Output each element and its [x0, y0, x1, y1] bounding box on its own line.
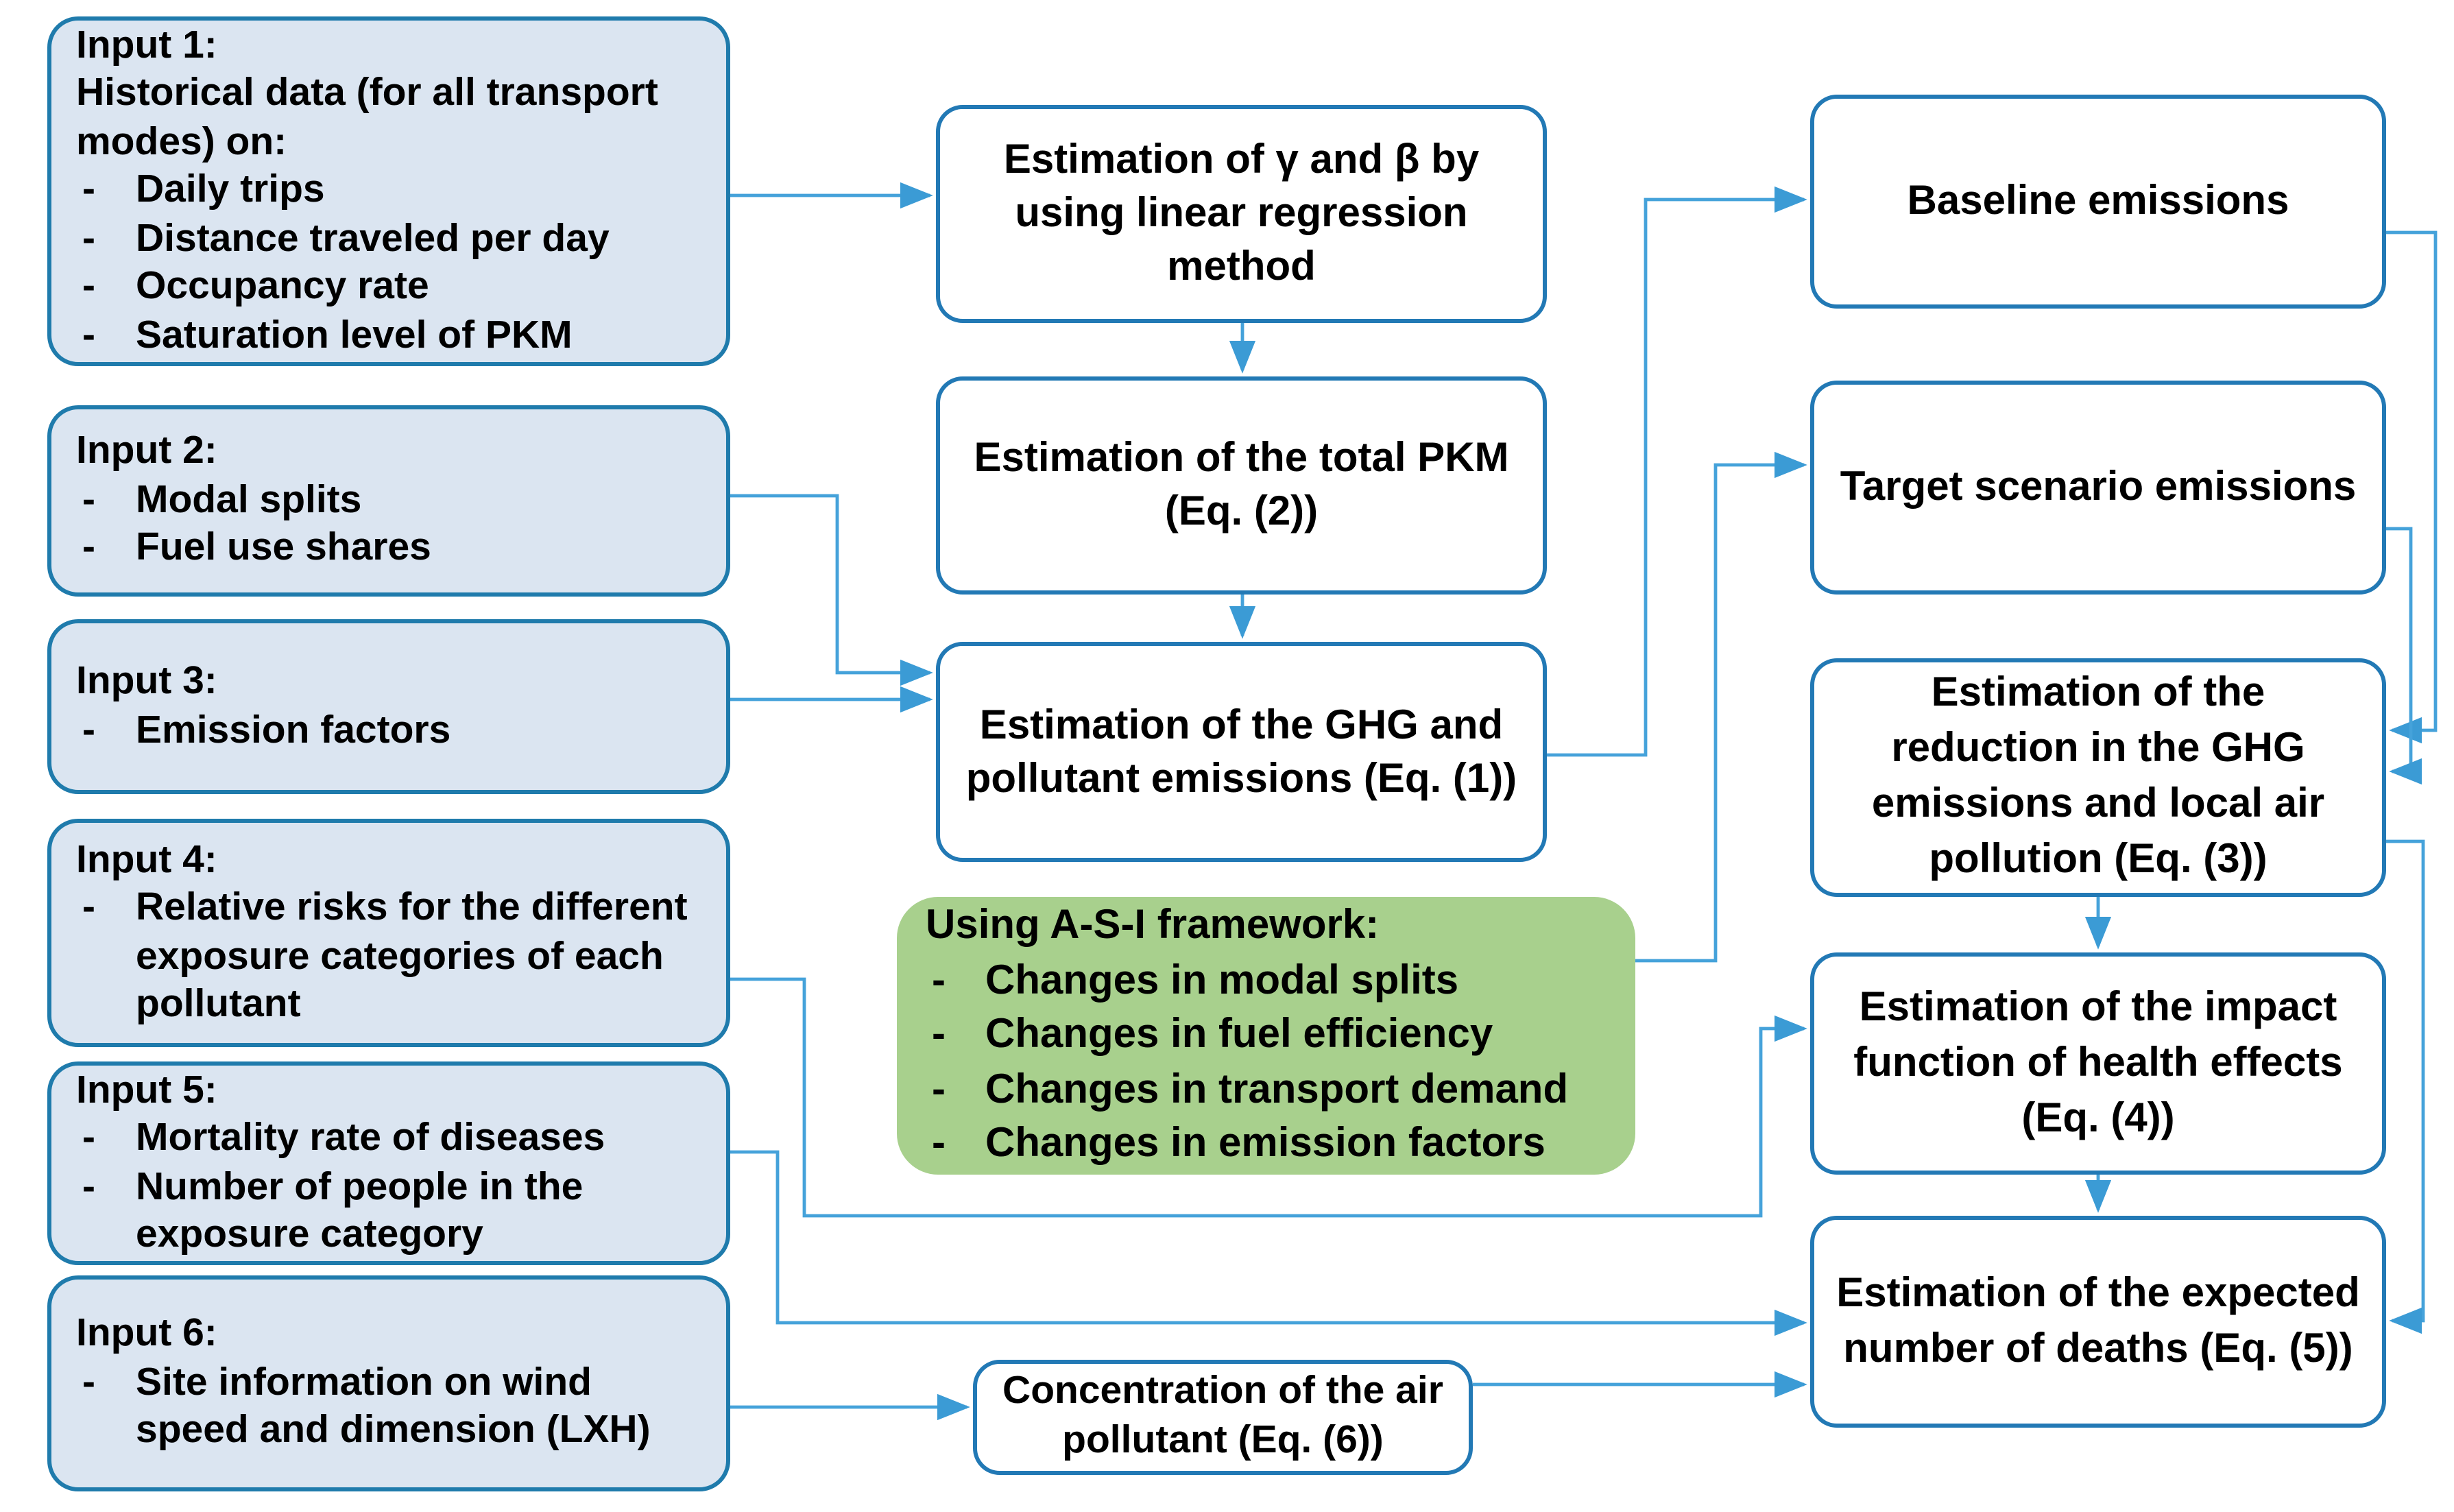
input-4-title: Input 4: [76, 838, 217, 882]
connector-input5-to-deaths [730, 1150, 1807, 1336]
bullet-item: -Saturation level of PKM [82, 314, 573, 358]
bullet-item: -Relative risks for the different exposu… [82, 887, 688, 1027]
input-1-box: Input 1: Historical data (for all transp… [47, 16, 730, 366]
input-2-title: Input 2: [76, 430, 217, 474]
total-pkm-estimation-label: Estimation of the total PKM (Eq. (2)) [974, 436, 1509, 535]
input-4-box: Input 4: -Relative risks for the differe… [47, 819, 730, 1047]
target-scenario-emissions-box: Target scenario emissions [1810, 381, 2386, 595]
target-scenario-emissions-label: Target scenario emissions [1840, 465, 2357, 510]
connector-ghg-to-baseline [1547, 186, 1807, 757]
input-2-bullets: -Modal splits-Fuel use shares [76, 477, 701, 573]
bullet-item: -Changes in emission factors [932, 1121, 1545, 1167]
gamma-beta-estimation-box: Estimation of γ and β by using linear re… [936, 105, 1547, 323]
input-6-box: Input 6: -Site information on wind speed… [47, 1275, 730, 1491]
reduction-estimation-box: Estimation of the reduction in the GHG e… [1810, 658, 2386, 897]
ghg-emissions-estimation-label: Estimation of the GHG and pollutant emis… [965, 702, 1517, 802]
ghg-emissions-estimation-box: Estimation of the GHG and pollutant emis… [936, 642, 1547, 862]
pollutant-concentration-label: Concentration of the air pollutant (Eq. … [1002, 1370, 1443, 1463]
connector-input4-to-impact [730, 977, 1807, 1218]
health-impact-function-label: Estimation of the impact function of hea… [1853, 984, 2343, 1141]
pollutant-concentration-box: Concentration of the air pollutant (Eq. … [973, 1360, 1473, 1475]
asi-framework-box: Using A-S-I framework: -Changes in modal… [897, 897, 1635, 1175]
bullet-item: -Mortality rate of diseases [82, 1117, 605, 1160]
asi-framework-title: Using A-S-I framework: [926, 903, 1380, 949]
bullet-item: -Distance traveled per day [82, 217, 610, 261]
input-5-title: Input 5: [76, 1068, 217, 1112]
gamma-beta-estimation-label: Estimation of γ and β by using linear re… [1003, 138, 1480, 290]
bullet-item: -Number of people in the exposure catego… [82, 1165, 584, 1258]
input-1-subtitle: Historical data (for all transport modes… [76, 72, 658, 165]
bullet-item: -Changes in transport demand [932, 1067, 1569, 1113]
bullet-item: -Occupancy rate [82, 265, 429, 309]
input-1-title: Input 1: [76, 24, 217, 68]
bullet-item: -Modal splits [82, 479, 362, 523]
input-3-title: Input 3: [76, 660, 217, 704]
health-impact-function-box: Estimation of the impact function of hea… [1810, 952, 2386, 1175]
input-3-bullets: -Emission factors [76, 707, 701, 756]
connector-baseline-to-reduction [2386, 230, 2438, 744]
bullet-item: -Site information on wind speed and dime… [82, 1361, 651, 1453]
input-4-bullets: -Relative risks for the different exposu… [76, 885, 701, 1030]
input-6-title: Input 6: [76, 1312, 217, 1356]
input-3-box: Input 3: -Emission factors [47, 619, 730, 794]
bullet-item: -Fuel use shares [82, 527, 431, 571]
bullet-item: -Emission factors [82, 708, 451, 752]
connector-reduction-to-deaths [2386, 839, 2425, 1334]
baseline-emissions-box: Baseline emissions [1810, 95, 2386, 309]
baseline-emissions-label: Baseline emissions [1907, 179, 2289, 224]
reduction-estimation-label: Estimation of the reduction in the GHG e… [1871, 671, 2325, 883]
input-6-bullets: -Site information on wind speed and dime… [76, 1359, 701, 1456]
bullet-item: -Changes in fuel efficiency [932, 1012, 1493, 1058]
input-5-box: Input 5: -Mortality rate of diseases -Num… [47, 1061, 730, 1265]
connector-input2-to-ghg [730, 494, 933, 686]
input-2-box: Input 2: -Modal splits-Fuel use shares [47, 405, 730, 597]
input-1-bullets: -Daily trips-Distance traveled per day-O… [76, 167, 701, 361]
input-5-bullets: -Mortality rate of diseases -Number of pe… [76, 1115, 701, 1260]
connector-asi-to-target [1635, 451, 1807, 963]
bullet-item: -Daily trips [82, 169, 325, 213]
expected-deaths-estimation-box: Estimation of the expected number of dea… [1810, 1216, 2386, 1428]
total-pkm-estimation-box: Estimation of the total PKM (Eq. (2)) [936, 376, 1547, 595]
asi-framework-bullets: -Changes in modal splits -Changes in fuel… [926, 954, 1607, 1172]
connector-target-to-reduction [2386, 527, 2422, 785]
bullet-item: -Changes in modal splits [932, 958, 1459, 1004]
expected-deaths-estimation-label: Estimation of the expected number of dea… [1836, 1270, 2360, 1371]
